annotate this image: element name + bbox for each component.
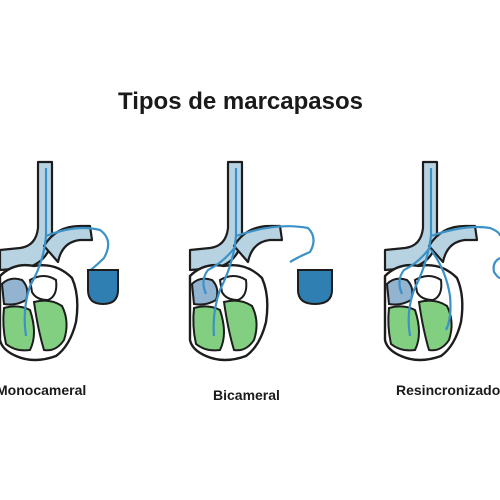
resincronizador-heart xyxy=(383,160,500,362)
bicameral-heart xyxy=(188,160,333,362)
monocameral-heart xyxy=(0,160,119,362)
caption-monocameral: Monocameral xyxy=(0,382,87,398)
caption-bicameral: Bicameral xyxy=(213,387,280,403)
diagram-title: Tipos de marcapasos xyxy=(118,88,363,115)
caption-resincronizador: Resincronizador xyxy=(396,382,500,398)
